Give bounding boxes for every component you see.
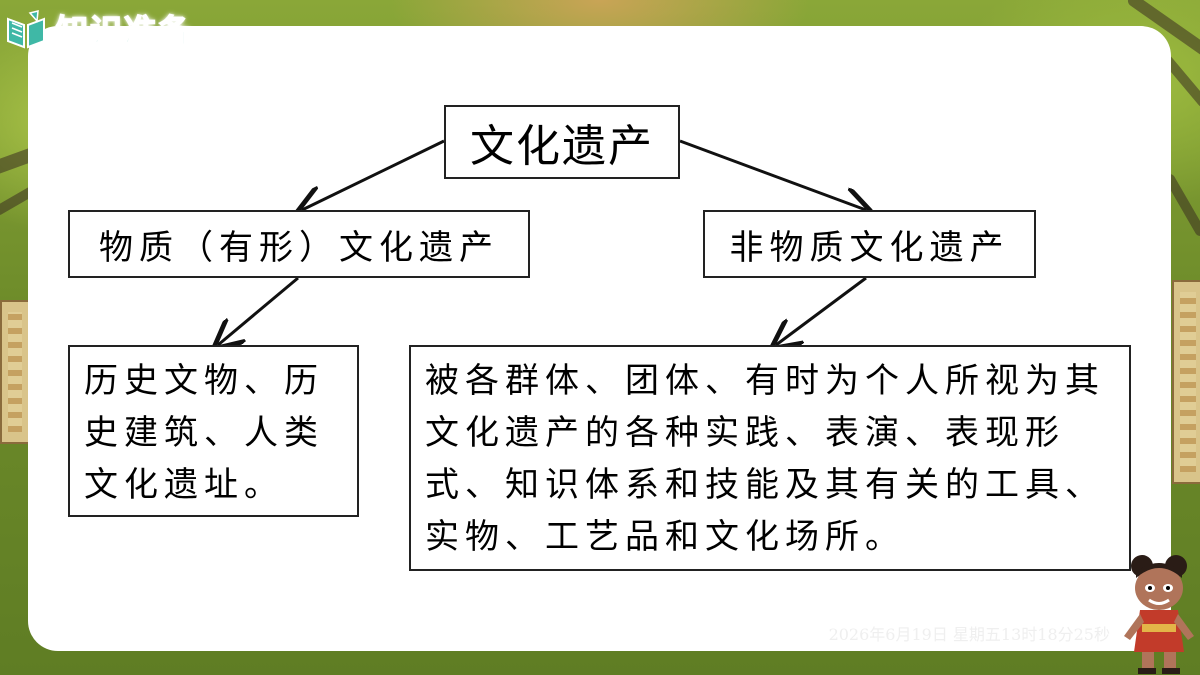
cartoon-character-icon xyxy=(1124,555,1194,674)
timestamp: 2026年6月19日 星期五13时18分25秒 xyxy=(828,625,1110,644)
background-building xyxy=(1172,280,1200,484)
root-node: 文化遗产 xyxy=(444,105,680,179)
background-building xyxy=(0,300,30,444)
node-intangible-description: 被各群体、团体、有时为个人所视为其文化遗产的各种实践、表演、表现形式、知识体系和… xyxy=(409,345,1131,571)
node-intangible-heritage: 非物质文化遗产 xyxy=(703,210,1036,278)
section-header: 知识准备 xyxy=(0,8,193,51)
book-icon xyxy=(7,10,45,49)
node-tangible-description: 历史文物、历史建筑、人类文化遗址。 xyxy=(68,345,359,517)
section-title: 知识准备 xyxy=(55,11,193,51)
node-tangible-heritage: 物质（有形）文化遗产 xyxy=(68,210,530,278)
